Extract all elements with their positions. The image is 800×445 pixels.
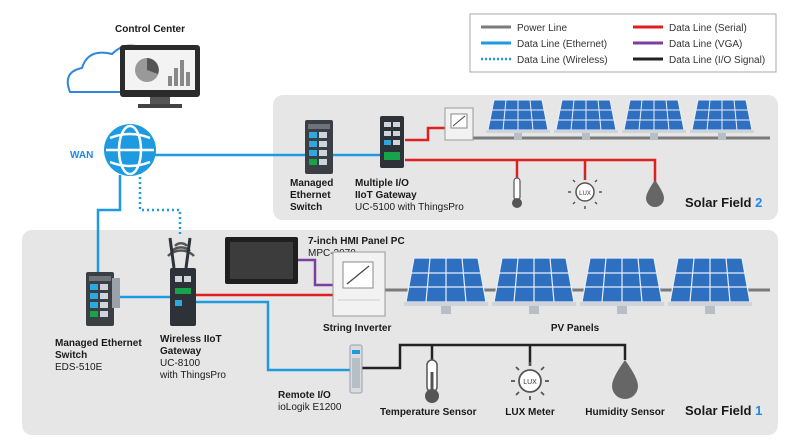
serial-line [405, 126, 445, 142]
sf1-gateway-line2: Gateway [160, 346, 202, 357]
sf2-switch-line3: Switch [290, 202, 322, 213]
legend-label: Data Line (VGA) [669, 39, 742, 50]
serial-line [405, 158, 657, 182]
ethernet-line [195, 300, 350, 372]
sf1-gateway-model1: UC-8100 [160, 358, 200, 369]
wireless-line [138, 172, 182, 236]
solar-panel-icon [491, 257, 577, 315]
hmi-panel-icon [225, 237, 298, 284]
solar-panel-icon [579, 257, 665, 315]
sf1-gateway-model2: with ThingsPro [159, 370, 226, 381]
sf1-switch-model: EDS-510E [55, 362, 103, 373]
control-center-title: Control Center [115, 24, 185, 35]
lux-icon-text: LUX [579, 191, 591, 197]
legend-label: Data Line (Serial) [669, 23, 747, 34]
remote-io-model: ioLogik E1200 [278, 402, 342, 413]
hmi-line1: 7-inch HMI Panel PC [308, 236, 405, 247]
hmi-model: MPC-2070 [308, 248, 356, 259]
lux-meter-label: LUX Meter [505, 407, 555, 418]
humidity-icon [612, 360, 638, 399]
inverter-icon [444, 107, 474, 141]
solar-field-2-title: Solar Field 2 [685, 195, 762, 210]
solar-panel-icon [667, 257, 753, 315]
sf1-switch-line2: Switch [55, 350, 87, 361]
monitor-icon [120, 45, 200, 108]
thermometer-icon [512, 177, 522, 208]
string-inverter-label: String Inverter [323, 323, 391, 334]
lux-meter-icon: LUX [568, 175, 602, 209]
humidity-sensor-label: Humidity Sensor [585, 407, 665, 418]
legend: Power Line Data Line (Ethernet) Data Lin… [469, 13, 777, 73]
thermometer-icon [425, 359, 439, 403]
remote-io-icon [349, 344, 363, 394]
solar-panel-icon [403, 257, 489, 315]
ethernet-line [96, 175, 122, 272]
solar-field-1-area [22, 230, 778, 435]
humidity-icon [646, 180, 664, 207]
sf2-switch-line1: Managed [290, 178, 333, 189]
sf1-switch-line1: Managed Ethernet [55, 338, 142, 349]
managed-switch-icon [86, 272, 114, 326]
lux-meter-icon: LUX [511, 362, 549, 400]
pv-panels-label: PV Panels [551, 323, 600, 334]
gateway-icon [380, 116, 404, 168]
wireless-gateway-icon [168, 237, 196, 326]
legend-label: Data Line (I/O Signal) [669, 55, 765, 66]
sf2-gateway-line1: Multiple I/O [355, 178, 409, 189]
solar-field-1-title: Solar Field 1 [685, 403, 762, 418]
globe-icon [104, 124, 156, 176]
managed-switch-icon [305, 120, 333, 174]
sf2-gateway-model: UC-5100 with ThingsPro [355, 202, 464, 213]
vga-line [298, 258, 335, 287]
string-inverter-icon [332, 251, 386, 317]
legend-label: Data Line (Wireless) [517, 55, 608, 66]
sf2-gateway-line2: IIoT Gateway [355, 190, 417, 201]
sf1-gateway-line1: Wireless IIoT [160, 334, 222, 345]
temperature-sensor-label: Temperature Sensor [380, 407, 477, 418]
legend-label: Data Line (Ethernet) [517, 39, 607, 50]
io-signal-line [362, 343, 627, 370]
remote-io-line1: Remote I/O [278, 390, 331, 401]
lux-icon-text: LUX [523, 379, 537, 386]
wan-label: WAN [70, 150, 93, 161]
legend-label: Power Line [517, 23, 567, 34]
sf2-switch-line2: Ethernet [290, 190, 331, 201]
